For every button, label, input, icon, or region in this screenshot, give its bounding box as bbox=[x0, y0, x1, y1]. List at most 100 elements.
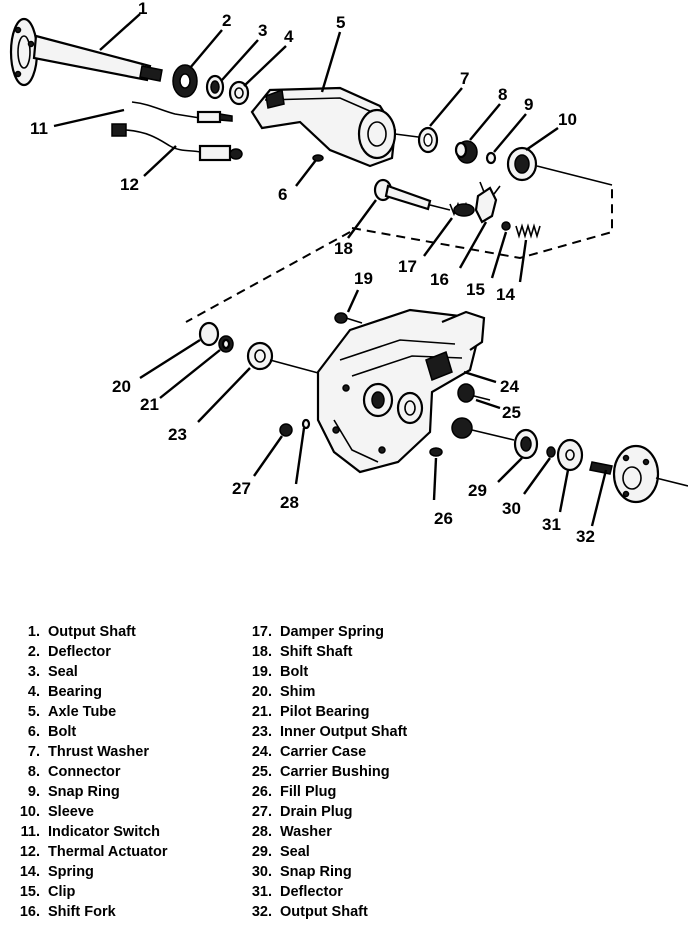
legend-label: Deflector bbox=[280, 884, 343, 900]
legend-number: 26. bbox=[251, 784, 272, 800]
legend-label: Connector bbox=[48, 764, 121, 780]
legend-label: Inner Output Shaft bbox=[280, 724, 408, 740]
legend-item: 26.Fill Plug bbox=[246, 782, 476, 802]
legend-number: 31. bbox=[251, 884, 272, 900]
legend-label: Axle Tube bbox=[48, 704, 117, 720]
legend-label: Output Shaft bbox=[280, 904, 368, 920]
legend-label: Shift Shaft bbox=[280, 644, 353, 660]
legend-label: Bolt bbox=[280, 664, 309, 680]
legend-item: 4. Bearing bbox=[14, 682, 244, 702]
legend-number: 11. bbox=[20, 824, 40, 840]
legend-item: 18. Shift Shaft bbox=[246, 642, 476, 662]
legend-label: Pilot Bearing bbox=[280, 704, 370, 720]
thrust-washer bbox=[417, 126, 439, 154]
callout-12: 12 bbox=[120, 175, 139, 194]
callout-17: 17 bbox=[398, 257, 417, 276]
legend-item: 2. Deflector bbox=[14, 642, 244, 662]
callout-18: 18 bbox=[334, 239, 353, 258]
legend-number: 9. bbox=[27, 784, 40, 800]
callout-25: 25 bbox=[502, 403, 521, 422]
legend-label: Thrust Washer bbox=[48, 744, 149, 760]
callout-16: 16 bbox=[430, 270, 449, 289]
callout-labels: 1 2 3 4 5 6 7 8 9 10 11 12 14 15 16 17 1… bbox=[30, 0, 595, 546]
drain-plug bbox=[279, 423, 293, 437]
callout-26: 26 bbox=[434, 509, 453, 528]
legend-item: 12.Thermal Actuator bbox=[14, 842, 244, 862]
legend-number: 8. bbox=[27, 764, 40, 780]
seal-lower bbox=[513, 428, 539, 460]
legend-item: 11.Indicator Switch bbox=[14, 822, 244, 842]
legend-number: 14. bbox=[19, 864, 40, 880]
legend-number: 2. bbox=[27, 644, 40, 660]
legend-item: 16.Shift Fork bbox=[14, 902, 244, 922]
bearing-upper bbox=[228, 80, 250, 106]
legend-item: 21. Pilot Bearing bbox=[246, 702, 476, 722]
legend-label: Drain Plug bbox=[280, 804, 353, 820]
legend-item: 27. Drain Plug bbox=[246, 802, 476, 822]
legend-number: 1. bbox=[27, 624, 40, 640]
legend-number: 3. bbox=[27, 664, 40, 680]
leader-lines bbox=[53, 13, 608, 527]
axle-tube bbox=[250, 86, 397, 168]
legend-number: 12. bbox=[19, 844, 40, 860]
legend-number: 24. bbox=[251, 744, 272, 760]
bolt-lower bbox=[334, 312, 363, 324]
legend-item: 30.Snap Ring bbox=[246, 862, 476, 882]
legend-number: 15. bbox=[19, 884, 40, 900]
seal-upper bbox=[205, 74, 225, 100]
legend-number: 32. bbox=[251, 904, 272, 920]
upper-guide-line bbox=[351, 185, 613, 260]
legend-item: 14. Spring bbox=[14, 862, 244, 882]
fill-plug bbox=[429, 447, 443, 457]
deflector-lower bbox=[556, 438, 584, 472]
shift-shaft bbox=[373, 178, 451, 211]
legend-item: 10.Sleeve bbox=[14, 802, 244, 822]
legend-item: 19.Bolt bbox=[246, 662, 476, 682]
legend-label: Output Shaft bbox=[48, 624, 136, 640]
legend-number: 18. bbox=[251, 644, 272, 660]
shim bbox=[198, 321, 220, 347]
legend-label: Shift Fork bbox=[48, 904, 116, 920]
legend-number: 10. bbox=[19, 804, 40, 820]
legend-label: Bearing bbox=[48, 684, 102, 700]
legend-label: Carrier Bushing bbox=[280, 764, 390, 780]
callout-23: 23 bbox=[168, 425, 187, 444]
callout-15: 15 bbox=[466, 280, 485, 299]
carrier-case bbox=[316, 308, 486, 474]
legend-item: 3.Seal bbox=[14, 662, 244, 682]
sleeve bbox=[506, 146, 538, 182]
callout-27: 27 bbox=[232, 479, 251, 498]
inner-output-shaft bbox=[246, 341, 323, 375]
legend-number: 28. bbox=[251, 824, 272, 840]
callout-24: 24 bbox=[500, 377, 519, 396]
callout-32: 32 bbox=[576, 527, 595, 546]
legend-item: 17.Damper Spring bbox=[246, 622, 476, 642]
callout-4: 4 bbox=[284, 27, 294, 46]
legend-item: 5. Axle Tube bbox=[14, 702, 244, 722]
legend-label: Spring bbox=[48, 864, 94, 880]
legend-label: Deflector bbox=[48, 644, 111, 660]
callout-5: 5 bbox=[336, 13, 345, 32]
callout-19: 19 bbox=[354, 269, 373, 288]
output-shaft-upper bbox=[9, 17, 163, 87]
callout-20: 20 bbox=[112, 377, 131, 396]
legend-number: 27. bbox=[251, 804, 272, 820]
legend-number: 4. bbox=[27, 684, 40, 700]
legend-item: 24.Carrier Case bbox=[246, 742, 476, 762]
lower-guide-line bbox=[185, 231, 351, 323]
legend-number: 7. bbox=[27, 744, 40, 760]
legend-number: 23. bbox=[251, 724, 272, 740]
callout-1: 1 bbox=[138, 0, 147, 18]
legend-number: 5. bbox=[27, 704, 40, 720]
legend-number: 30. bbox=[251, 864, 272, 880]
callout-6: 6 bbox=[278, 185, 287, 204]
legend-label: Seal bbox=[280, 844, 310, 860]
legend-label: Clip bbox=[48, 884, 76, 900]
callout-3: 3 bbox=[258, 21, 267, 40]
callout-29: 29 bbox=[468, 481, 487, 500]
snap-ring-upper bbox=[485, 151, 497, 165]
legend-number: 6. bbox=[27, 724, 40, 740]
legend-number: 21. bbox=[251, 704, 272, 720]
legend-label: Shim bbox=[280, 684, 316, 700]
clip bbox=[501, 221, 511, 231]
